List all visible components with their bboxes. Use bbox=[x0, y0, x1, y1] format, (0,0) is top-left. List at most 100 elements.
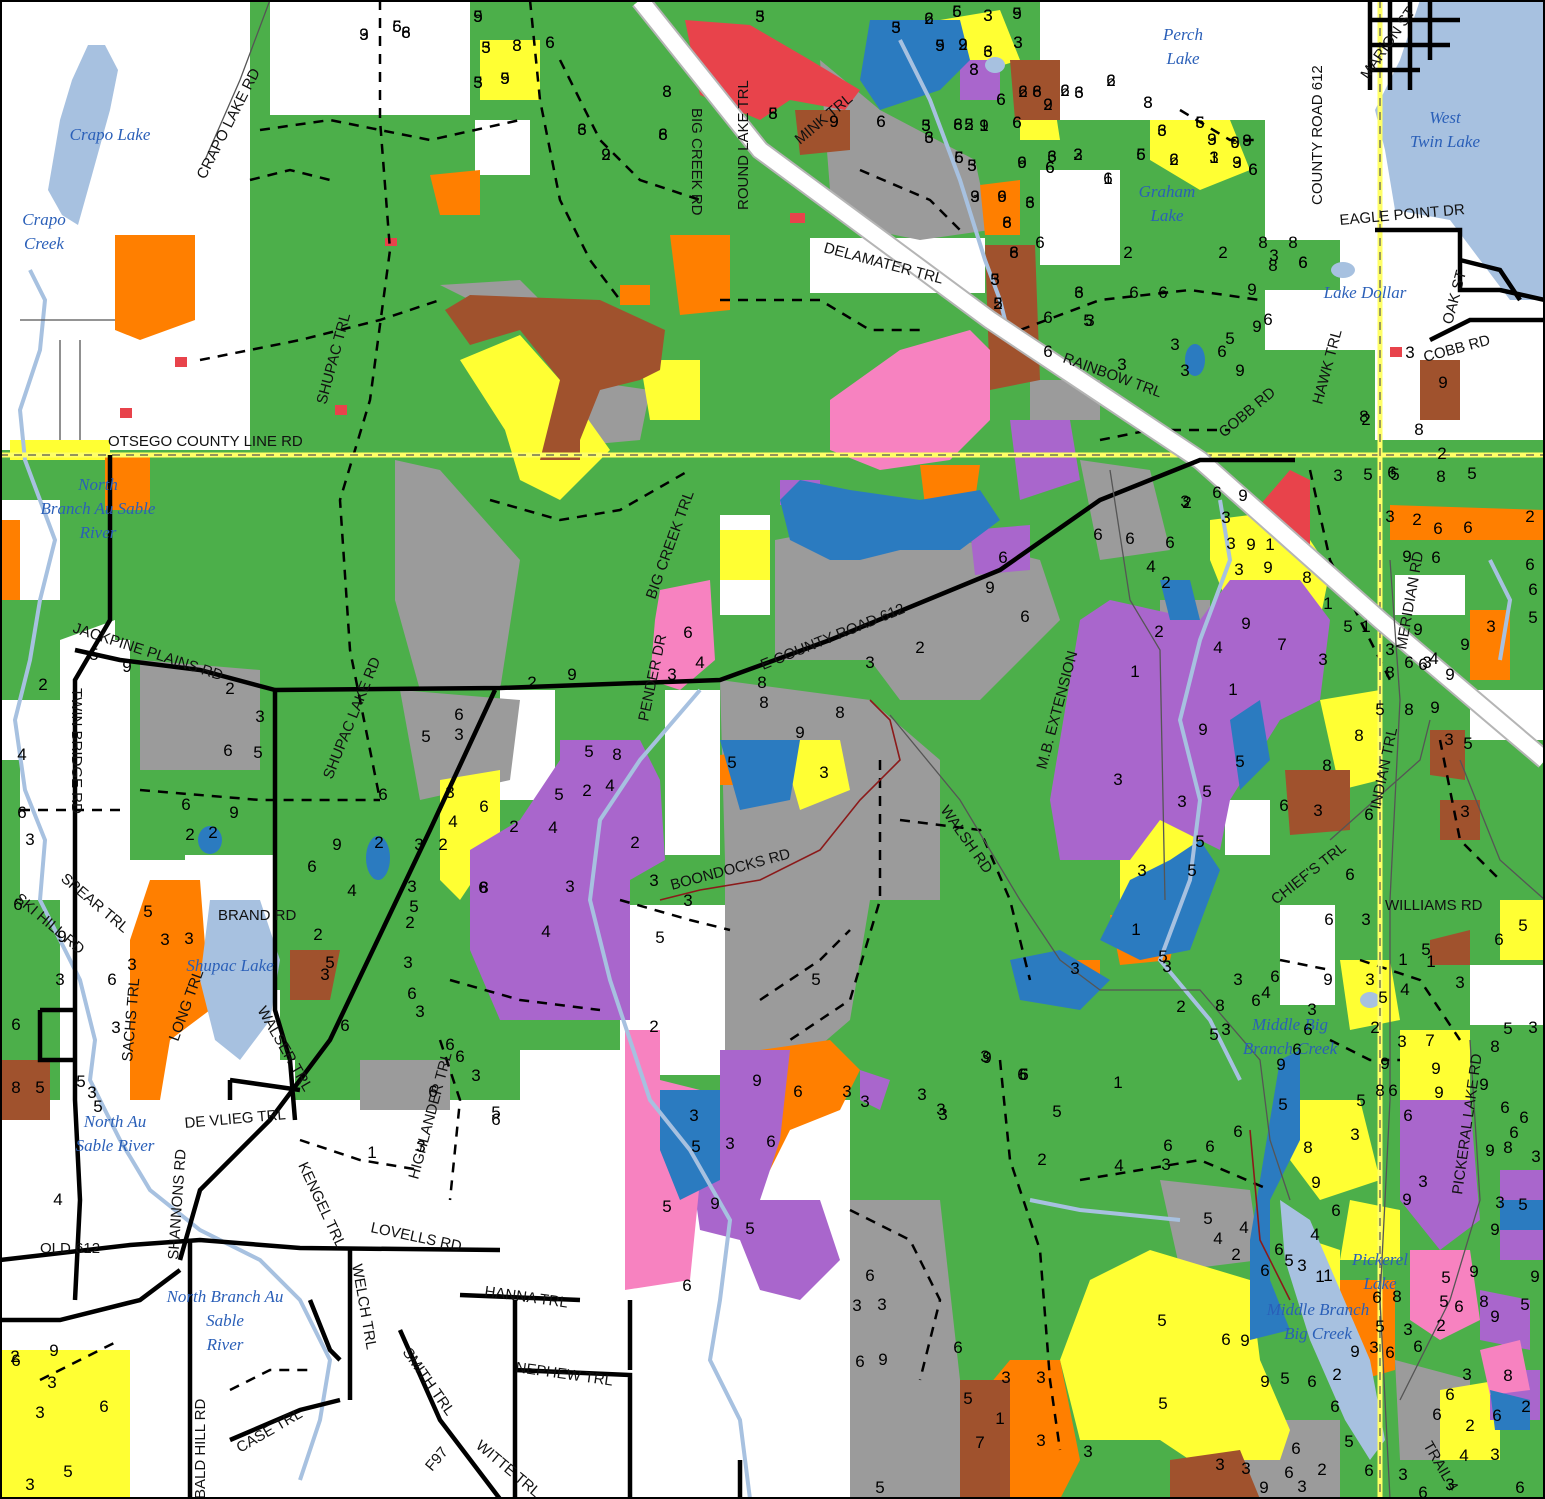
water-label-line: Crapo bbox=[22, 210, 65, 229]
stand-number-label: 3 bbox=[983, 6, 992, 25]
stand-number-label: 6 bbox=[1494, 930, 1503, 949]
road-nephew bbox=[512, 1300, 633, 1499]
stand-number-label: 2 bbox=[1037, 1150, 1046, 1169]
stand-number-label: 3 bbox=[407, 877, 416, 896]
road-jackpine-plains bbox=[74, 647, 276, 693]
water-label-line: Branch Creek bbox=[1243, 1039, 1338, 1058]
road-label-twin-bridge-rd: TWIN BRIDGE RD bbox=[68, 688, 85, 814]
stand-number-label: 3 bbox=[852, 1296, 861, 1315]
stand-number-label: 1 bbox=[1323, 594, 1332, 613]
stand-number-label: 6 bbox=[479, 797, 488, 816]
stand-number-label: 3 bbox=[1385, 507, 1394, 526]
forest-area-southwest bbox=[0, 760, 60, 1100]
stand-number-label: 8 bbox=[1009, 243, 1018, 262]
stand-number-label: 3 bbox=[1365, 970, 1374, 989]
stand-number-label: 8 bbox=[1490, 1037, 1499, 1056]
stand-number-label: 9 bbox=[473, 7, 482, 26]
road-marion-grid bbox=[1367, 0, 1460, 90]
stand-number-label: 5 bbox=[1158, 1394, 1167, 1413]
stand-number-label: 5 bbox=[1012, 4, 1021, 23]
stand-number-label: 5 bbox=[768, 104, 777, 123]
road-de-vlieg bbox=[227, 1077, 301, 1100]
stand-number-label: 6 bbox=[1291, 1439, 1300, 1458]
blue-stands bbox=[198, 20, 1545, 1430]
stand-number-label: 5 bbox=[584, 742, 593, 761]
stand-number-label: 9 bbox=[1430, 698, 1439, 717]
stand-number-label: 9 bbox=[1242, 131, 1251, 150]
stand-number-label: 6 bbox=[1047, 147, 1056, 166]
stand-number-label: 6 bbox=[924, 128, 933, 147]
stand-number-label: 3 bbox=[1013, 33, 1022, 52]
stand-number-label: 9 bbox=[1198, 720, 1207, 739]
stand-number-label: 2 bbox=[1525, 507, 1534, 526]
water-label-line: River bbox=[79, 523, 117, 542]
stand-number-label: 3 bbox=[415, 1002, 424, 1021]
stand-number-label: 2 bbox=[1465, 1416, 1474, 1435]
stand-number-label: 8 bbox=[662, 82, 671, 101]
stand-number-label: 8 bbox=[1385, 663, 1394, 682]
stand-number-label: 9 bbox=[1043, 95, 1052, 114]
stand-number-label: 6 bbox=[1158, 283, 1167, 302]
stand-number-label: 6 bbox=[1298, 253, 1307, 272]
stand-number-label: 5 bbox=[921, 116, 930, 135]
road-smith bbox=[397, 1329, 502, 1499]
stand-number-label: 2 bbox=[10, 1347, 19, 1366]
stand-number-label: 2 bbox=[1436, 1316, 1445, 1335]
stand-number-label: 1 bbox=[995, 1409, 1004, 1428]
stand-number-label: 6 bbox=[683, 623, 692, 642]
stand-number-label: 6 bbox=[1205, 1137, 1214, 1156]
stand-number-label: 3 bbox=[1025, 193, 1034, 212]
stand-number-label: 9 bbox=[958, 35, 967, 54]
stand-number-label: 5 bbox=[990, 270, 999, 289]
stand-number-label: 4 bbox=[1261, 983, 1270, 1002]
stand-number-label: 9 bbox=[1241, 614, 1250, 633]
stand-number-label: 6 bbox=[1221, 1330, 1230, 1349]
stand-number-label: 2 bbox=[185, 825, 194, 844]
stand-number-label: 6 bbox=[223, 741, 232, 760]
stand-number-label: 6 bbox=[1012, 113, 1021, 132]
stand-number-label: 5 bbox=[1343, 617, 1352, 636]
road-label-williams-rd: WILLIAMS RD bbox=[1385, 897, 1483, 914]
stand-number-label: 6 bbox=[1387, 463, 1396, 482]
stand-number-label: 7 bbox=[1425, 1031, 1434, 1050]
stand-number-label: 3 bbox=[969, 60, 978, 79]
stand-number-label: 6 bbox=[1045, 158, 1054, 177]
water-label-line: Middle Big bbox=[1251, 1015, 1328, 1034]
stand-number-label: 3 bbox=[1486, 617, 1495, 636]
stand-number-label: 6 bbox=[793, 1082, 802, 1101]
pond-shape bbox=[1360, 992, 1380, 1008]
stand-number-label: 3 bbox=[1157, 121, 1166, 140]
stand-number-label: 3 bbox=[1462, 1365, 1471, 1384]
stand-number-label: 3 bbox=[184, 929, 193, 948]
stand-number-label: 5 bbox=[481, 38, 490, 57]
stand-number-label: 4 bbox=[1213, 638, 1222, 657]
stand-number-label: 6 bbox=[1445, 1385, 1454, 1404]
stand-number-label: 3 bbox=[1001, 1368, 1010, 1387]
road-lovells bbox=[0, 1237, 501, 1263]
stand-number-label: 6 bbox=[1433, 519, 1442, 538]
stand-number-label: 2 bbox=[924, 9, 933, 28]
stand-number-label: 6 bbox=[392, 17, 401, 36]
stand-number-label: 6 bbox=[658, 125, 667, 144]
stand-number-label: 3 bbox=[1269, 246, 1278, 265]
stand-number-label: 3 bbox=[1385, 640, 1394, 659]
stand-number-label: 2 bbox=[1182, 493, 1191, 512]
stand-number-label: 5 bbox=[1463, 734, 1472, 753]
stand-number-label: 8 bbox=[1503, 1366, 1512, 1385]
stand-number-label: 4 bbox=[541, 922, 550, 941]
stand-number-label: 8 bbox=[1032, 82, 1041, 101]
stand-number-label: 5 bbox=[727, 753, 736, 772]
stand-number-label: 6 bbox=[1292, 1040, 1301, 1059]
stand-number-label: 3 bbox=[1221, 1020, 1230, 1039]
stand-number-label: 6 bbox=[1125, 529, 1134, 548]
stand-number-label: 5 bbox=[1439, 1292, 1448, 1311]
stand-number-label: 9 bbox=[795, 723, 804, 742]
stand-number-label: 3 bbox=[1445, 1475, 1454, 1494]
stand-number-label: 9 bbox=[359, 25, 368, 44]
brown-stands bbox=[0, 60, 1480, 1499]
